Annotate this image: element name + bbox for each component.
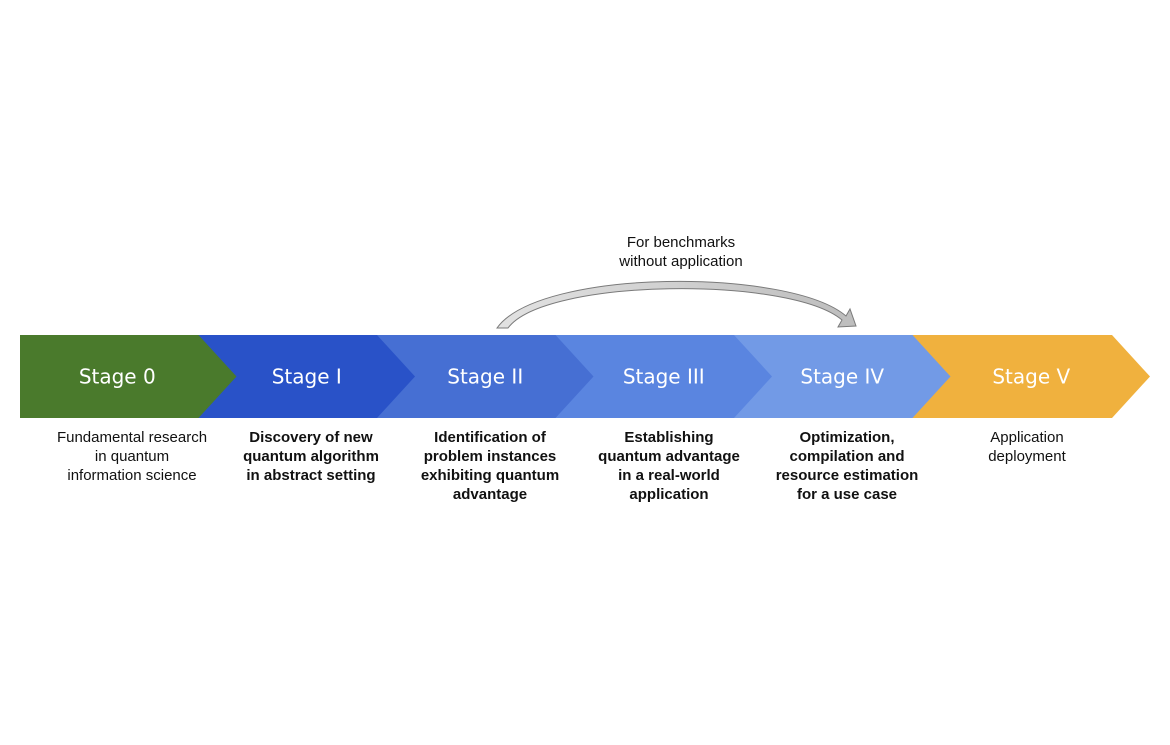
stage-4-chevron	[734, 335, 951, 418]
stage-2-chevron	[377, 335, 594, 418]
description-line: quantum advantage	[598, 448, 740, 465]
stage-4-label: Stage IV	[800, 365, 884, 389]
stage-1-label: Stage I	[272, 365, 342, 389]
description-line: Establishing	[624, 429, 714, 446]
description-line: in abstract setting	[246, 467, 376, 484]
description-line: Identification of	[434, 429, 546, 446]
stage-3-description: Establishing quantum advantage in a real…	[574, 428, 764, 504]
description-line: compilation and	[789, 448, 905, 465]
stage-5-label: Stage V	[992, 365, 1070, 389]
description-line: application	[629, 486, 709, 503]
description-line: Fundamental research	[56, 429, 208, 446]
description-line: advantage	[452, 486, 528, 503]
description-line: Optimization,	[799, 429, 895, 446]
stage-4-description: Optimization, compilation and resource e…	[752, 428, 942, 504]
stage-3-label: Stage III	[623, 365, 705, 389]
stage-5-chevron	[912, 335, 1150, 418]
description-line: Discovery of new	[249, 429, 373, 446]
stage-5-description: Application deployment	[932, 428, 1122, 466]
skip-arrow-label-line: without application	[619, 253, 743, 270]
stage-0-description: Fundamental research in quantum informat…	[37, 428, 227, 485]
skip-arrow-label-line: For benchmarks	[626, 234, 736, 251]
stage-3-chevron	[555, 335, 772, 418]
description-line: exhibiting quantum	[420, 467, 560, 484]
description-line: deployment	[988, 448, 1066, 465]
skip-arrow-label: For benchmarks without application	[581, 233, 781, 271]
description-line: quantum algorithm	[243, 448, 379, 465]
skip-arrow	[496, 280, 857, 329]
stage-0-chevron	[20, 335, 237, 418]
description-line: in quantum	[94, 448, 170, 465]
description-line: information science	[67, 467, 197, 484]
description-line: resource estimation	[775, 467, 919, 484]
stage-1-description: Discovery of new quantum algorithm in ab…	[216, 428, 406, 485]
stage-1-chevron	[198, 335, 415, 418]
description-line: in a real-world	[618, 467, 720, 484]
description-line: for a use case	[796, 486, 898, 503]
stage-0-label: Stage 0	[79, 365, 156, 389]
stage-2-label: Stage II	[447, 365, 523, 389]
skip-arrow-shaft	[496, 280, 857, 329]
description-line: Application	[990, 429, 1064, 446]
description-line: problem instances	[423, 448, 557, 465]
stage-2-description: Identification of problem instances exhi…	[395, 428, 585, 504]
